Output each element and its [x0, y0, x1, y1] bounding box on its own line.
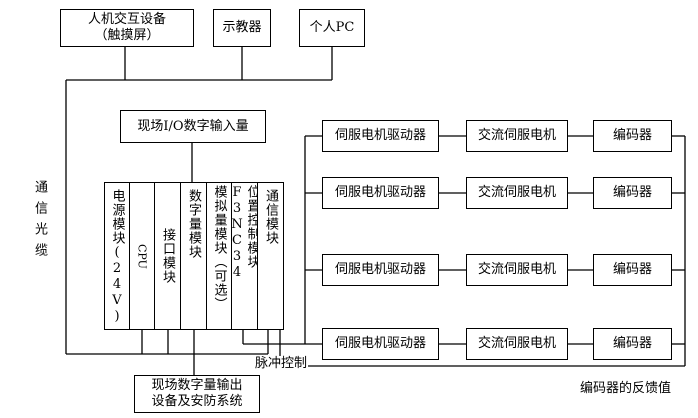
servo-driver-box: 伺服电机驱动器	[322, 120, 439, 152]
encoder-label: 编码器	[612, 336, 652, 351]
power-module-label: 电源模块(24V)	[109, 189, 125, 325]
servo-motor-box: 交流伺服电机	[466, 328, 568, 360]
servo-motor-box: 交流伺服电机	[466, 120, 568, 152]
servo-motor-box: 交流伺服电机	[466, 177, 568, 209]
servo-motor-label: 交流伺服电机	[477, 262, 556, 277]
pc-label: 个人PC	[309, 20, 355, 35]
servo-driver-label: 伺服电机驱动器	[334, 262, 426, 277]
teach-pendant-label: 示教器	[222, 20, 262, 35]
encoder-feedback-label: 编码器的反馈值	[580, 381, 672, 396]
servo-motor-label: 交流伺服电机	[477, 336, 556, 351]
encoder-box: 编码器	[593, 120, 672, 152]
field-input-label: 现场I/O数字输入量	[137, 118, 249, 134]
field-output-box: 现场数字量输出 设备及安防系统	[134, 375, 260, 413]
field-input-box: 现场I/O数字输入量	[120, 110, 266, 143]
servo-driver-box: 伺服电机驱动器	[322, 254, 439, 286]
servo-driver-box: 伺服电机驱动器	[322, 177, 439, 209]
hmi-device-box: 人机交互设备 （触摸屏）	[60, 9, 194, 47]
communication-module: 通信模块	[257, 182, 284, 330]
field-output-label: 现场数字量输出	[151, 378, 243, 393]
encoder-label: 编码器	[612, 262, 652, 277]
position-control-module-label: 位置控制模块F3NC34	[229, 185, 260, 281]
power-module: 电源模块(24V)	[104, 182, 130, 330]
cpu-module-label: CPU	[135, 243, 149, 269]
position-control-module: 位置控制模块F3NC34	[229, 182, 260, 330]
cpu-module: CPU	[129, 182, 155, 330]
digital-module-label: 数字量模块	[186, 189, 201, 259]
servo-driver-label: 伺服电机驱动器	[334, 185, 426, 200]
plc-rack: 电源模块(24V) CPU 接口模块 数字量模块 模拟量模块（可选） 位置控制模…	[104, 182, 284, 330]
pulse-control-label: 脉冲控制	[254, 356, 309, 372]
encoder-box: 编码器	[593, 328, 672, 360]
pc-box: 个人PC	[299, 9, 365, 47]
interface-module: 接口模块	[154, 182, 181, 330]
analog-module: 模拟量模块（可选）	[206, 182, 232, 330]
encoder-box: 编码器	[593, 177, 672, 209]
servo-driver-label: 伺服电机驱动器	[334, 128, 426, 143]
servo-driver-label: 伺服电机驱动器	[334, 336, 426, 351]
analog-module-label: 模拟量模块（可选）	[211, 185, 227, 311]
hmi-sublabel: （触摸屏）	[94, 28, 160, 43]
encoder-label: 编码器	[612, 185, 652, 200]
servo-motor-label: 交流伺服电机	[477, 185, 556, 200]
servo-driver-box: 伺服电机驱动器	[322, 328, 439, 360]
encoder-label: 编码器	[612, 128, 652, 143]
servo-motor-box: 交流伺服电机	[466, 254, 568, 286]
field-output-sublabel: 设备及安防系统	[151, 394, 243, 409]
digital-module: 数字量模块	[180, 182, 207, 330]
comm-cable-label: 通信光缆	[32, 180, 47, 264]
hmi-label: 人机交互设备	[87, 12, 166, 27]
encoder-box: 编码器	[593, 254, 672, 286]
teach-pendant-box: 示教器	[213, 9, 271, 47]
communication-module-label: 通信模块	[263, 189, 278, 245]
interface-module-label: 接口模块	[160, 228, 175, 284]
servo-motor-label: 交流伺服电机	[477, 128, 556, 143]
